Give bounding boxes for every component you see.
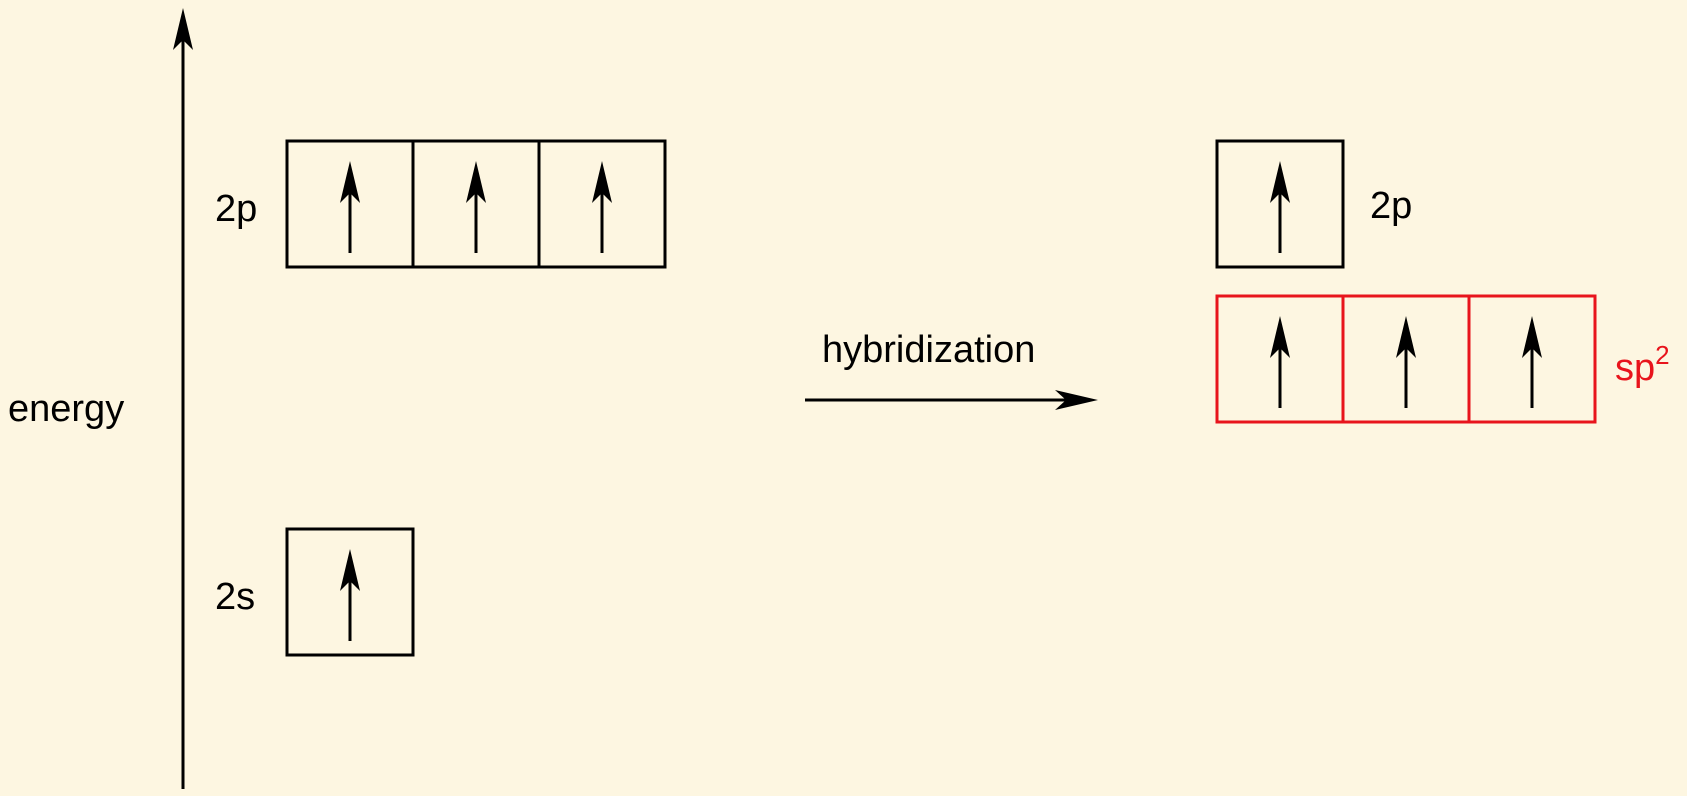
hybridization-arrowhead [1055, 390, 1098, 410]
energy-axis-arrowhead [173, 8, 193, 50]
orbital-row-2p-after [1215, 139, 1345, 269]
sp2-electron-up-arrow-icon [1522, 316, 1542, 358]
2p-after-electron-up-arrow-icon [1270, 161, 1290, 203]
energy-axis-label: energy [8, 388, 124, 430]
orbital-row-2s-before [285, 527, 415, 657]
orbital-row-2p-before [285, 139, 667, 269]
2p-before-electron-up-arrow-icon [466, 161, 486, 203]
2s-before-electron-up-arrow-icon [340, 549, 360, 591]
label-sp2: sp2 [1615, 340, 1670, 389]
sp2-electron-up-arrow-icon [1270, 316, 1290, 358]
2p-before-orbital-box [537, 139, 667, 269]
sp2-electron-up-arrow-icon [1396, 316, 1416, 358]
label-2p-before: 2p [215, 188, 257, 230]
sp2-orbital-box [1467, 294, 1597, 424]
orbital-row-sp2-after [1215, 294, 1597, 424]
label-sp2-superscript: 2 [1655, 340, 1669, 370]
2p-before-electron-up-arrow-icon [340, 161, 360, 203]
2p-before-electron-up-arrow-icon [592, 161, 612, 203]
label-2s-before: 2s [215, 576, 255, 618]
label-2p-after: 2p [1370, 185, 1412, 227]
2s-before-orbital-box [285, 527, 415, 657]
2p-after-orbital-box [1215, 139, 1345, 269]
energy-axis [173, 8, 193, 789]
hybridization-label: hybridization [822, 329, 1035, 371]
hybridization-arrow [805, 390, 1098, 410]
label-sp2-base: sp [1615, 347, 1655, 389]
